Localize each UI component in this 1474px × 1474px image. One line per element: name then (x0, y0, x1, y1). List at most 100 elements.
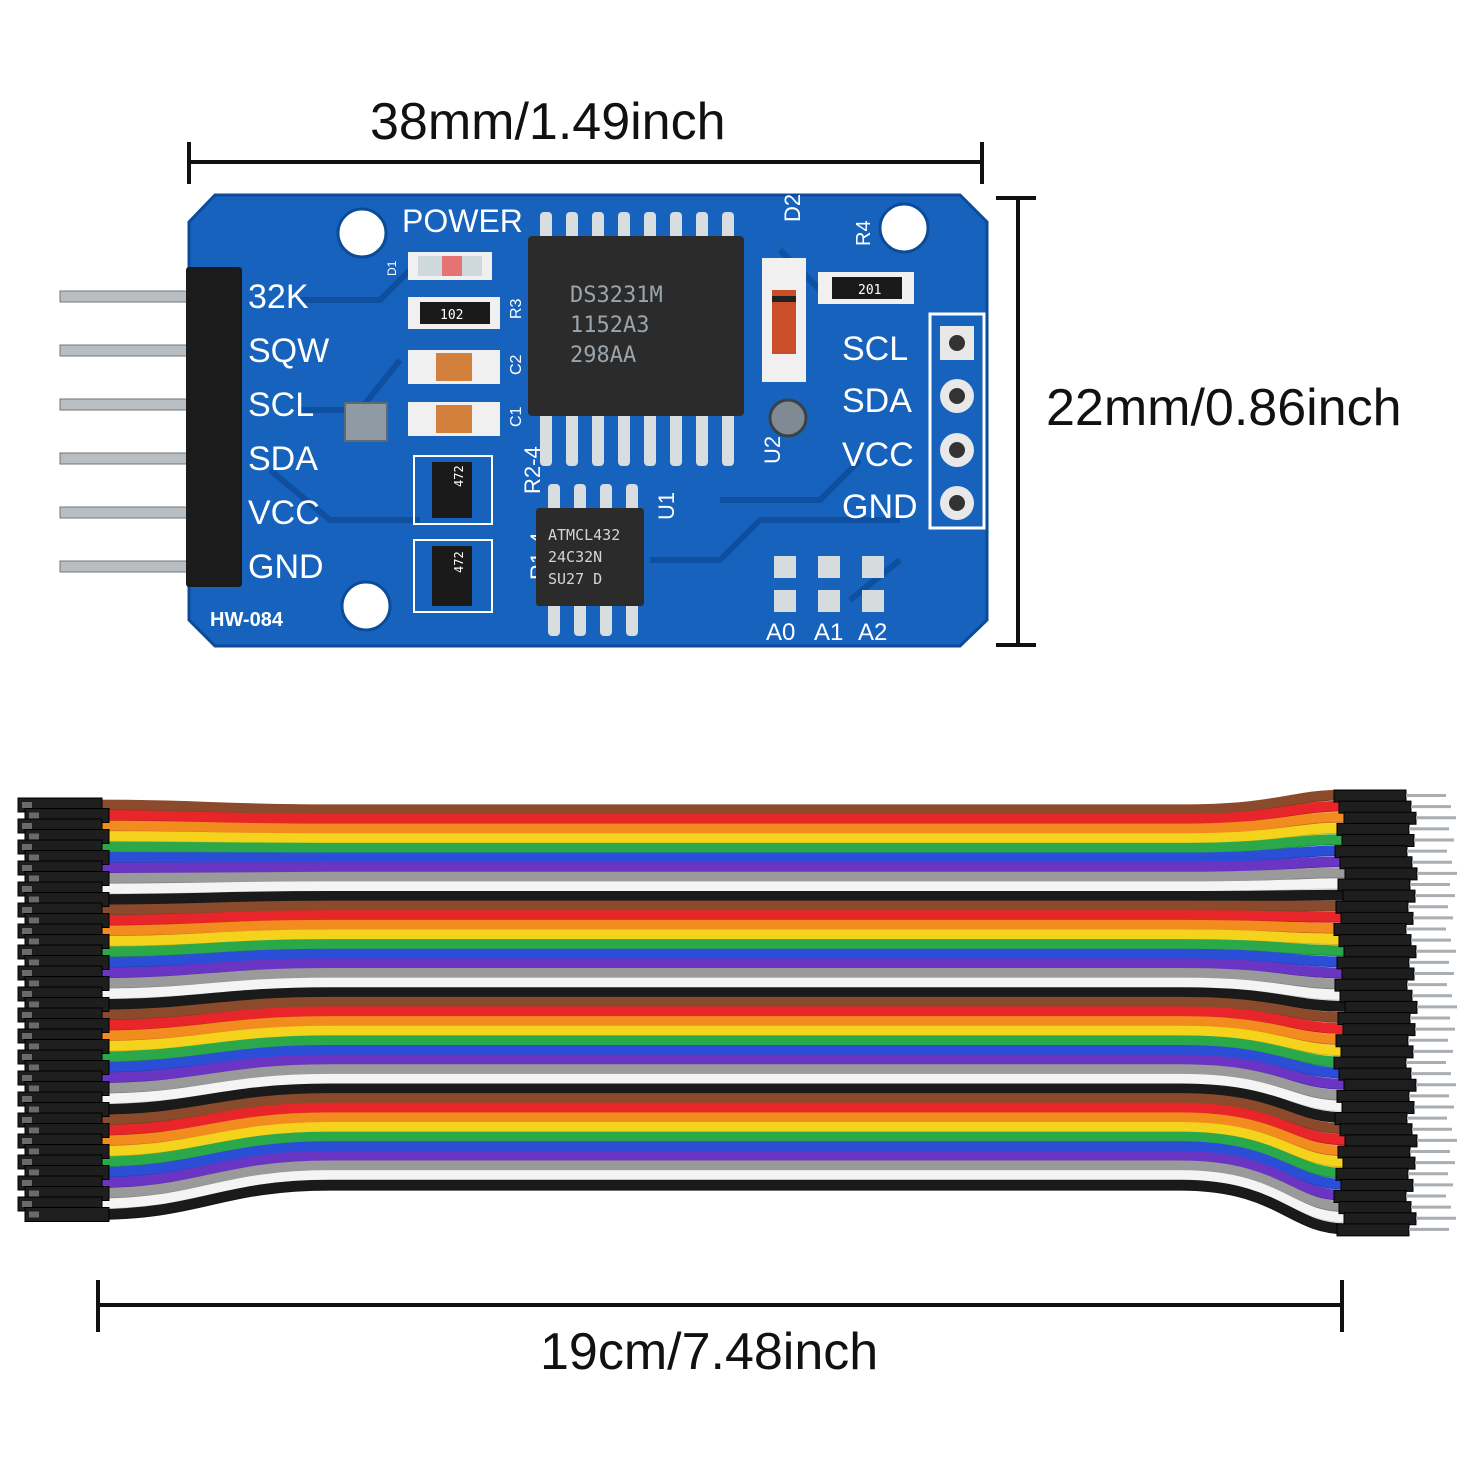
male-connector-pin-8 (1417, 871, 1457, 875)
female-connector-hole-7 (22, 865, 32, 871)
chip-leg-bottom-4 (618, 410, 630, 466)
female-connector-hole-26 (29, 1064, 39, 1071)
male-connector-26 (1338, 1067, 1412, 1081)
wire-22 (94, 1006, 1346, 1035)
wire-7 (94, 856, 1346, 874)
d1-label: D1 (385, 260, 399, 276)
u1-label: U1 (654, 492, 679, 520)
chip-line-1: DS3231M (570, 283, 663, 308)
male-connector-17 (1341, 967, 1415, 981)
male-connector-7 (1339, 856, 1413, 870)
male-connector-pin-20 (1417, 1005, 1457, 1009)
wire-18 (94, 968, 1346, 990)
chip-leg-bottom-7 (696, 410, 708, 466)
male-connector-pin-25 (1406, 1061, 1446, 1064)
mounting-holes (336, 202, 930, 632)
dupont-ribbon-cable (17, 789, 1457, 1237)
male-connector-20 (1344, 1000, 1418, 1014)
pin-label-32k: 32K (248, 278, 309, 316)
male-connector-pin-30 (1407, 1116, 1447, 1120)
wire-30 (94, 1083, 1346, 1124)
female-connector-hole-25 (22, 1054, 32, 1060)
male-connector-pin-23 (1408, 1038, 1448, 1042)
right-pin-label-scl: SCL (842, 330, 908, 368)
resistor-array-r2: 472 R2-4 (413, 446, 545, 525)
wire-3 (94, 811, 1346, 835)
eeprom-line-1: ATMCL432 (548, 526, 620, 544)
power-led-d1: D1 (385, 252, 492, 280)
wire-35 (94, 1131, 1346, 1179)
female-connector-hole-35 (22, 1159, 32, 1165)
wire-28 (94, 1064, 1346, 1101)
male-connector-31 (1339, 1123, 1413, 1137)
female-connector-hole-6 (29, 854, 39, 861)
chip-leg-bottom-6 (670, 410, 682, 466)
wire-40 (94, 1179, 1346, 1235)
male-connector-9 (1337, 878, 1411, 892)
female-connector-hole-38 (29, 1190, 39, 1197)
chip-leg-bottom-3 (592, 410, 604, 466)
wire-14 (94, 929, 1346, 947)
male-connector-pin-28 (1409, 1094, 1449, 1098)
female-connector-hole-28 (29, 1085, 39, 1092)
right-pin-pads (928, 312, 986, 530)
male-connector-pin-39 (1416, 1216, 1456, 1220)
male-connector-pin-12 (1413, 916, 1453, 920)
wire-21 (94, 996, 1346, 1023)
eeprom-leg-top-2 (574, 484, 586, 514)
male-connector-pin-6 (1407, 849, 1447, 853)
female-connector-hole-34 (29, 1148, 39, 1155)
female-connector-hole-21 (22, 1012, 32, 1018)
female-connector-hole-17 (22, 970, 32, 976)
male-connector-35 (1335, 1167, 1409, 1181)
wire-9 (94, 878, 1346, 895)
female-connector-hole-8 (29, 875, 39, 882)
female-connector-hole-36 (29, 1169, 39, 1176)
eeprom-leg-top-3 (600, 484, 612, 514)
male-connector-pin-31 (1412, 1127, 1452, 1131)
male-connector-pin-38 (1411, 1205, 1451, 1209)
male-connector-37 (1333, 1190, 1407, 1203)
wire-4 (94, 822, 1346, 845)
pin-label-scl: SCL (248, 386, 314, 424)
female-connector-hole-24 (29, 1043, 39, 1050)
male-connector-pin-15 (1416, 949, 1456, 953)
male-connector-pin-4 (1409, 827, 1449, 831)
r3-label: R3 (508, 298, 525, 319)
wire-37 (94, 1150, 1346, 1201)
male-connector-3 (1343, 811, 1417, 825)
female-connector-hole-37 (22, 1180, 32, 1186)
r3-code: 102 (440, 308, 463, 323)
wire-38 (94, 1160, 1346, 1213)
eeprom-leg-bottom-2 (574, 600, 586, 636)
female-connector-hole-31 (22, 1117, 32, 1123)
address-label-a2: A2 (858, 619, 887, 646)
chip-leg-top-7 (696, 212, 708, 242)
address-label-a0: A0 (766, 619, 795, 646)
male-connector-pin-9 (1410, 883, 1450, 886)
r4-label: R4 (853, 220, 875, 246)
male-connector-pin-26 (1411, 1072, 1451, 1076)
wire-23 (94, 1016, 1346, 1046)
capacitor-c1: C1 (408, 402, 525, 436)
male-connector-38 (1338, 1201, 1412, 1215)
male-connector-1 (1333, 789, 1407, 803)
wire-8 (94, 867, 1346, 884)
wire-10 (94, 889, 1346, 905)
female-connectors (17, 797, 110, 1222)
test-pad (344, 402, 388, 442)
female-connector-hole-16 (29, 959, 39, 966)
male-connector-5 (1341, 834, 1415, 847)
male-connector-pin-21 (1410, 1016, 1450, 1020)
male-connector-19 (1339, 989, 1413, 1003)
wire-24 (94, 1025, 1346, 1057)
height-dimension-line (996, 196, 1036, 647)
male-connector-11 (1335, 900, 1409, 914)
main-chip-ds3231: DS3231M 1152A3 298AA U2 (528, 212, 785, 466)
male-connector-pin-33 (1410, 1150, 1450, 1153)
female-connector-hole-22 (29, 1022, 39, 1029)
male-connector-pin-22 (1415, 1027, 1455, 1031)
wire-33 (94, 1112, 1346, 1157)
address-label-a1: A1 (814, 619, 843, 646)
